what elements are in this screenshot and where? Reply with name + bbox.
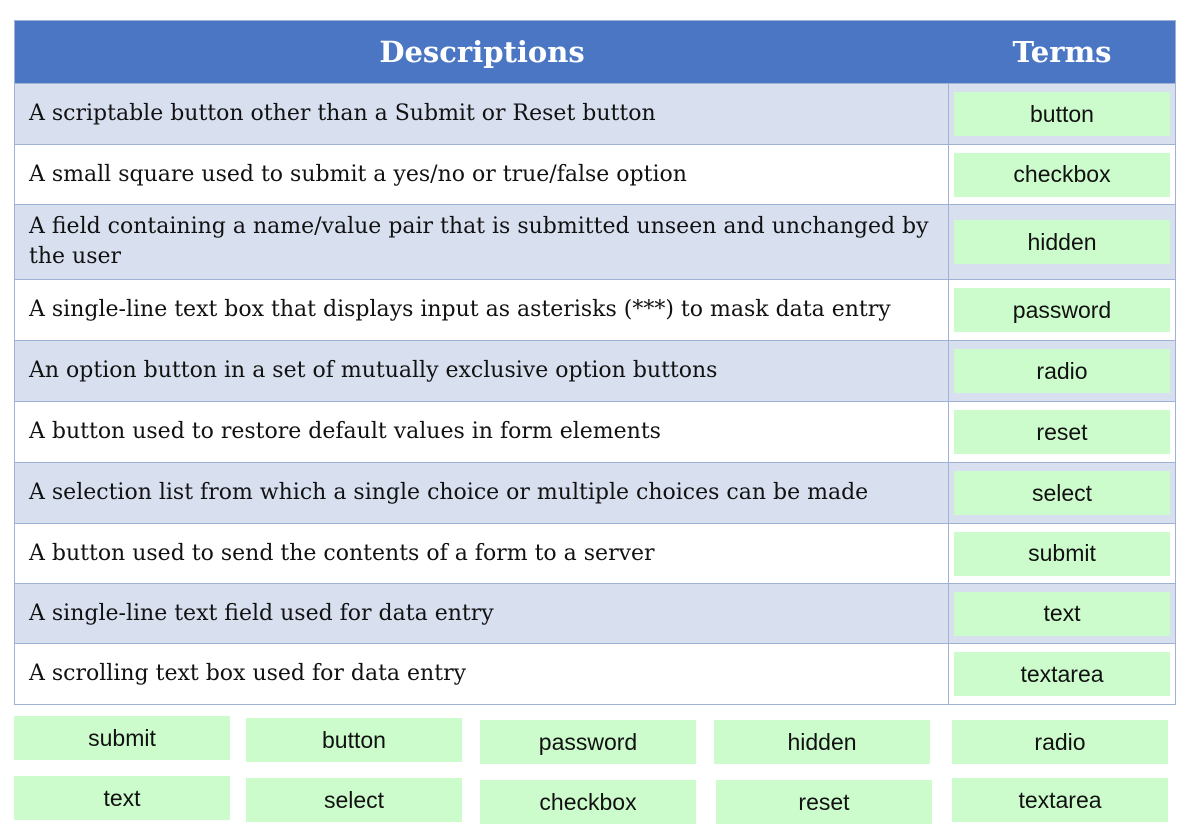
answer-chip[interactable]: submit: [14, 716, 230, 760]
table-row: A single-line text field used for data e…: [15, 583, 1175, 643]
description-cell: A small square used to submit a yes/no o…: [15, 145, 949, 204]
terms-header: Terms: [1012, 35, 1112, 69]
table-row: A button used to send the contents of a …: [15, 523, 1175, 583]
term-drop-chip[interactable]: submit: [954, 531, 1170, 576]
answer-chip[interactable]: text: [14, 776, 230, 820]
description-cell: A field containing a name/value pair tha…: [15, 205, 949, 279]
description-cell: A button used to send the contents of a …: [15, 524, 949, 583]
descriptions-header: Descriptions: [379, 35, 585, 69]
table-row: An option button in a set of mutually ex…: [15, 340, 1175, 401]
answer-bank: submit button password hidden radio text…: [14, 714, 1176, 824]
description-cell: An option button in a set of mutually ex…: [15, 341, 949, 401]
description-cell: A single-line text box that displays inp…: [15, 280, 949, 340]
description-cell: A selection list from which a single cho…: [15, 463, 949, 523]
table-header: Descriptions Terms: [15, 21, 1175, 83]
description-cell: A button used to restore default values …: [15, 402, 949, 462]
answer-chip[interactable]: checkbox: [480, 780, 696, 824]
table-row: A scrolling text box used for data entry…: [15, 643, 1175, 704]
description-cell: A single-line text field used for data e…: [15, 584, 949, 643]
term-drop-chip[interactable]: password: [954, 288, 1170, 332]
answer-chip[interactable]: password: [480, 720, 696, 764]
term-drop-chip[interactable]: checkbox: [954, 152, 1170, 197]
term-drop-chip[interactable]: reset: [954, 410, 1170, 454]
term-drop-chip[interactable]: textarea: [954, 652, 1170, 696]
answer-chip[interactable]: hidden: [714, 720, 930, 764]
term-drop-chip[interactable]: hidden: [954, 220, 1170, 264]
table-row: A selection list from which a single cho…: [15, 462, 1175, 523]
term-drop-chip[interactable]: button: [954, 92, 1170, 136]
term-drop-chip[interactable]: radio: [954, 349, 1170, 393]
description-cell: A scriptable button other than a Submit …: [15, 84, 949, 144]
table-row: A small square used to submit a yes/no o…: [15, 144, 1175, 204]
description-cell: A scrolling text box used for data entry: [15, 644, 949, 704]
term-drop-chip[interactable]: text: [954, 591, 1170, 636]
table-row: A scriptable button other than a Submit …: [15, 83, 1175, 144]
table-row: A single-line text box that displays inp…: [15, 279, 1175, 340]
answer-chip[interactable]: select: [246, 778, 462, 822]
answer-chip[interactable]: button: [246, 718, 462, 762]
term-drop-chip[interactable]: select: [954, 471, 1170, 515]
matching-table: Descriptions Terms A scriptable button o…: [14, 20, 1176, 705]
answer-chip[interactable]: reset: [716, 780, 932, 824]
answer-chip[interactable]: radio: [952, 720, 1168, 764]
table-row: A button used to restore default values …: [15, 401, 1175, 462]
table-row: A field containing a name/value pair tha…: [15, 204, 1175, 279]
answer-chip[interactable]: textarea: [952, 778, 1168, 822]
